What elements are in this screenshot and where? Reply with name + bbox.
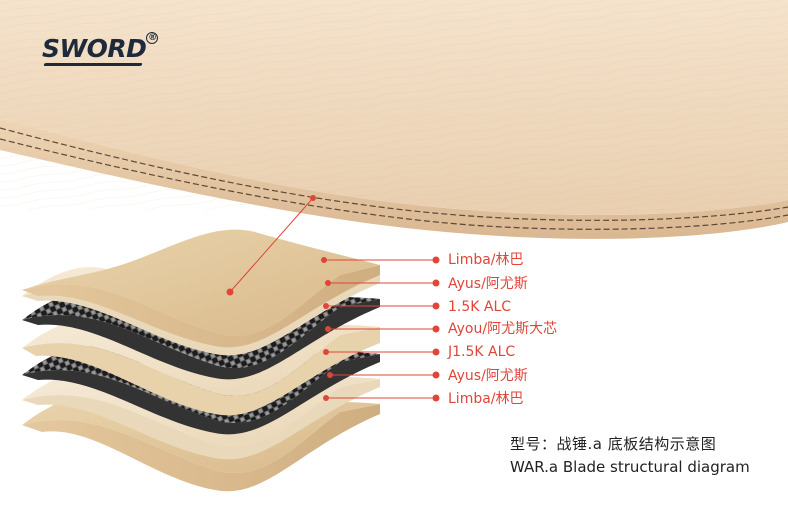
- leader-dot-label-2: [432, 279, 440, 287]
- layer-bottom-limba: [22, 404, 380, 492]
- layer-leaders: [321, 256, 440, 402]
- layer-15k-alc: [22, 299, 380, 380]
- leader-dot-layer-7: [323, 395, 329, 401]
- layer-label-7: Limba/林巴: [448, 391, 524, 407]
- leader-dot-label-7: [432, 394, 440, 402]
- leader-dot-layer-5: [323, 349, 329, 355]
- caption-model-en: WAR.a Blade structural diagram: [510, 458, 750, 476]
- leader-dot-label-1: [432, 256, 440, 264]
- leader-dot-layer-4: [325, 326, 331, 332]
- layer-ayou-core: [22, 327, 380, 416]
- leader-dot-label-5: [432, 348, 440, 356]
- leader-dot-label-3: [432, 302, 440, 310]
- layer-label-5: J1.5K ALC: [448, 344, 516, 360]
- registered-mark: ®: [146, 32, 159, 44]
- blade-leader: [226, 195, 316, 296]
- leader-dot-layer-6: [327, 372, 333, 378]
- layer-stack: [22, 229, 380, 492]
- brand-swoosh: [43, 63, 143, 66]
- leader-dot-layer-3: [323, 303, 329, 309]
- brand-name: SWORD: [42, 34, 147, 63]
- layer-label-6: Ayus/阿尤斯: [448, 368, 528, 384]
- leader-dot-label-4: [432, 325, 440, 333]
- leader-dot-layer-1: [321, 257, 327, 263]
- layer-label-4: Ayou/阿尤斯大芯: [448, 321, 558, 337]
- layer-top-limba: [22, 265, 380, 348]
- blade-photo: [0, 0, 788, 239]
- layer-label-1: Limba/林巴: [448, 252, 524, 268]
- glue-line-upper: [0, 127, 788, 221]
- layer-label-3: 1.5K ALC: [448, 299, 512, 315]
- layer-ayous-lower: [22, 379, 380, 460]
- layer-label-2: Ayus/阿尤斯: [448, 276, 528, 292]
- leader-dot-layer-2: [325, 280, 331, 286]
- leader-dot-label-6: [432, 371, 440, 379]
- layer-j15k-alc: [22, 354, 380, 435]
- glue-line-lower: [0, 138, 788, 230]
- brand-logo: SWORD ®: [42, 32, 159, 66]
- caption-model-cn: 型号：战锤.a 底板结构示意图: [510, 435, 717, 453]
